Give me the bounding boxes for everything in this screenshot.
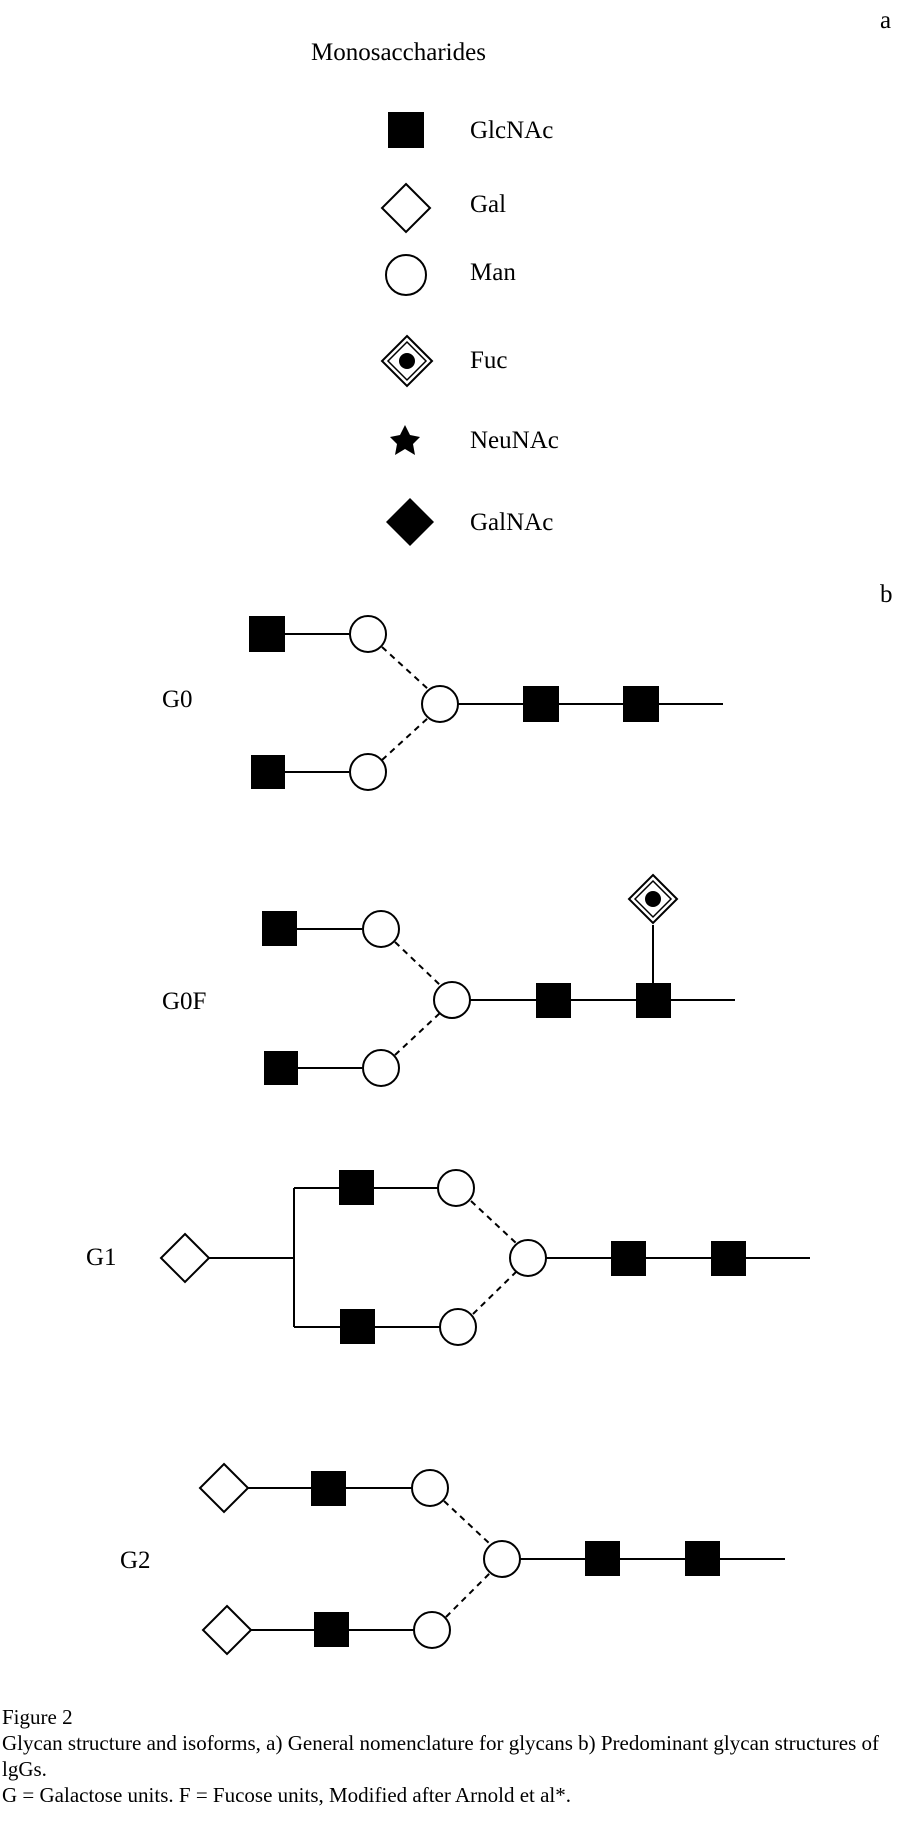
glcnac-node (523, 686, 559, 722)
caption-description: Glycan structure and isoforms, a) Genera… (2, 1730, 898, 1782)
man-node (363, 911, 399, 947)
panel-a-marker: a (880, 7, 891, 34)
legend-label-glcnac: GlcNAc (470, 117, 553, 144)
structure-label-g1: G1 (86, 1244, 117, 1271)
man-node (350, 754, 386, 790)
man-node (434, 982, 470, 1018)
glcnac-node (311, 1471, 346, 1506)
gal-node (200, 1464, 248, 1512)
man-node (350, 616, 386, 652)
glcnac-node (251, 755, 285, 789)
glcnac-node (340, 1309, 375, 1344)
structure-g1: G1 (86, 1170, 810, 1345)
legend-label-neunac: NeuNAc (470, 427, 559, 454)
man-node (363, 1050, 399, 1086)
glcnac-node (636, 983, 671, 1018)
fuc-node-dot (645, 891, 661, 907)
man-node (510, 1240, 546, 1276)
filled-square-icon (388, 112, 424, 148)
glcnac-node (685, 1541, 720, 1576)
structure-label-g0f: G0F (162, 988, 206, 1015)
structure-label-g2: G2 (120, 1547, 151, 1574)
legend-label-gal: Gal (470, 191, 506, 218)
structure-g2: G2 (120, 1464, 785, 1654)
dashed-bond (395, 942, 440, 985)
structure-label-g0: G0 (162, 686, 193, 713)
filled-star-icon (390, 425, 420, 455)
man-node (412, 1470, 448, 1506)
panel-b-marker: b (880, 581, 893, 608)
figure-caption: Figure 2 Glycan structure and isoforms, … (2, 1704, 898, 1808)
dashed-bond (395, 1013, 440, 1055)
structure-g0: G0 (162, 616, 723, 790)
dashed-bond (444, 1501, 490, 1544)
legend-man: Man (386, 255, 516, 295)
man-node (422, 686, 458, 722)
dashed-bond (473, 1272, 516, 1314)
dashed-bond (382, 718, 428, 760)
glcnac-node (623, 686, 659, 722)
glcnac-node (536, 983, 571, 1018)
structure-g0f: G0F (162, 875, 735, 1086)
glcnac-node (339, 1170, 374, 1205)
open-circle-icon (386, 255, 426, 295)
legend-fuc: Fuc (382, 336, 508, 386)
legend-gal: Gal (382, 184, 506, 232)
legend-glcnac: GlcNAc (388, 112, 553, 148)
glcnac-node (611, 1241, 646, 1276)
legend-title: Monosaccharides (311, 39, 486, 66)
glcnac-node (249, 616, 285, 652)
legend-label-fuc: Fuc (470, 347, 508, 374)
open-diamond-icon (382, 184, 430, 232)
man-node (438, 1170, 474, 1206)
legend-neunac: NeuNAc (390, 425, 559, 455)
glcnac-node (711, 1241, 746, 1276)
caption-figure-number: Figure 2 (2, 1704, 898, 1730)
legend-galnac: GalNAc (386, 498, 553, 546)
glcnac-node (314, 1612, 349, 1647)
dashed-bond (446, 1573, 490, 1617)
man-node (440, 1309, 476, 1345)
legend-label-man: Man (470, 259, 516, 286)
caption-legend-note: G = Galactose units. F = Fucose units, M… (2, 1782, 898, 1808)
dotted-diamond-dot (399, 353, 415, 369)
man-node (484, 1541, 520, 1577)
dashed-bond (471, 1201, 516, 1243)
filled-diamond-icon (386, 498, 434, 546)
gal-node (203, 1606, 251, 1654)
glcnac-node (585, 1541, 620, 1576)
glcnac-node (262, 911, 297, 946)
man-node (414, 1612, 450, 1648)
legend-label-galnac: GalNAc (470, 509, 553, 536)
glcnac-node (264, 1051, 298, 1085)
gal-node (161, 1234, 209, 1282)
dashed-bond (382, 647, 428, 689)
